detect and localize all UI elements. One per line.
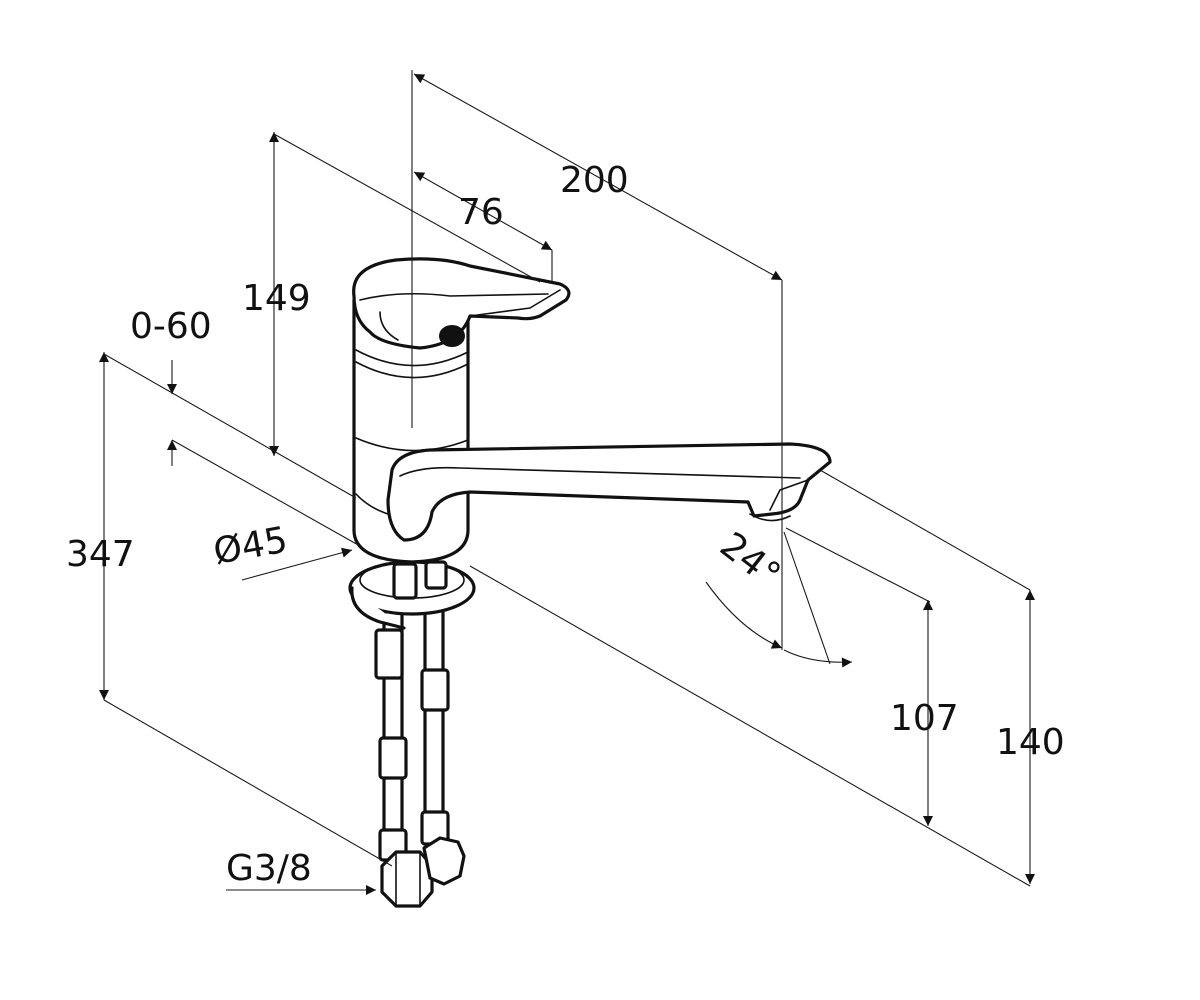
ext-line-spout-top (819, 469, 1031, 591)
label-149: 149 (242, 278, 311, 319)
ext-line-worktop (171, 439, 361, 547)
label-200: 200 (560, 160, 629, 201)
ext-line-body-top (103, 353, 357, 499)
ext-line-outlet (785, 527, 931, 603)
faucet-spout (386, 442, 832, 542)
ext-line-hose-end (103, 699, 393, 867)
leader-d45 (241, 547, 353, 581)
ext-line-jet-angle (783, 531, 831, 665)
label-d45: Ø45 (210, 520, 290, 573)
ext-line-base (469, 565, 1031, 887)
faucet-lever (352, 257, 571, 350)
mounting-base (348, 560, 476, 630)
label-107: 107 (890, 698, 959, 739)
faucet-illustration (348, 257, 832, 908)
dim-line-200 (413, 73, 783, 281)
label-140: 140 (996, 722, 1065, 763)
label-76: 76 (458, 192, 504, 233)
label-347: 347 (66, 534, 135, 575)
label-24-deg: 24° (712, 525, 788, 597)
dimension-lines (99, 70, 1035, 895)
ext-line-lever-top (273, 133, 541, 283)
label-0-60: 0-60 (130, 306, 212, 347)
label-g38: G3/8 (226, 848, 312, 889)
dim-line-76 (413, 171, 553, 251)
angle-arc-right (783, 649, 853, 668)
angle-arc-left (705, 581, 783, 649)
supply-hoses (374, 578, 466, 908)
